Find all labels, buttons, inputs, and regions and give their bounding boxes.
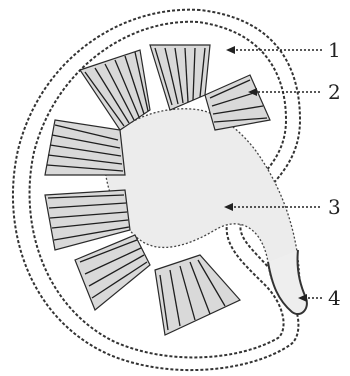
pyramid-bottom [155,255,240,335]
pyramid-left [45,190,130,250]
callout-3-label: 3 [328,195,341,219]
pyramid-top [150,45,210,110]
pyramid-mid-left [45,120,125,175]
callout-1-label: 1 [328,38,341,62]
callout-1-leader [226,46,322,54]
pyramid-lower-left [75,235,150,310]
callout-4-label: 4 [328,286,341,310]
callout-2-label: 2 [328,80,341,104]
pyramid-upper-right [205,75,270,130]
